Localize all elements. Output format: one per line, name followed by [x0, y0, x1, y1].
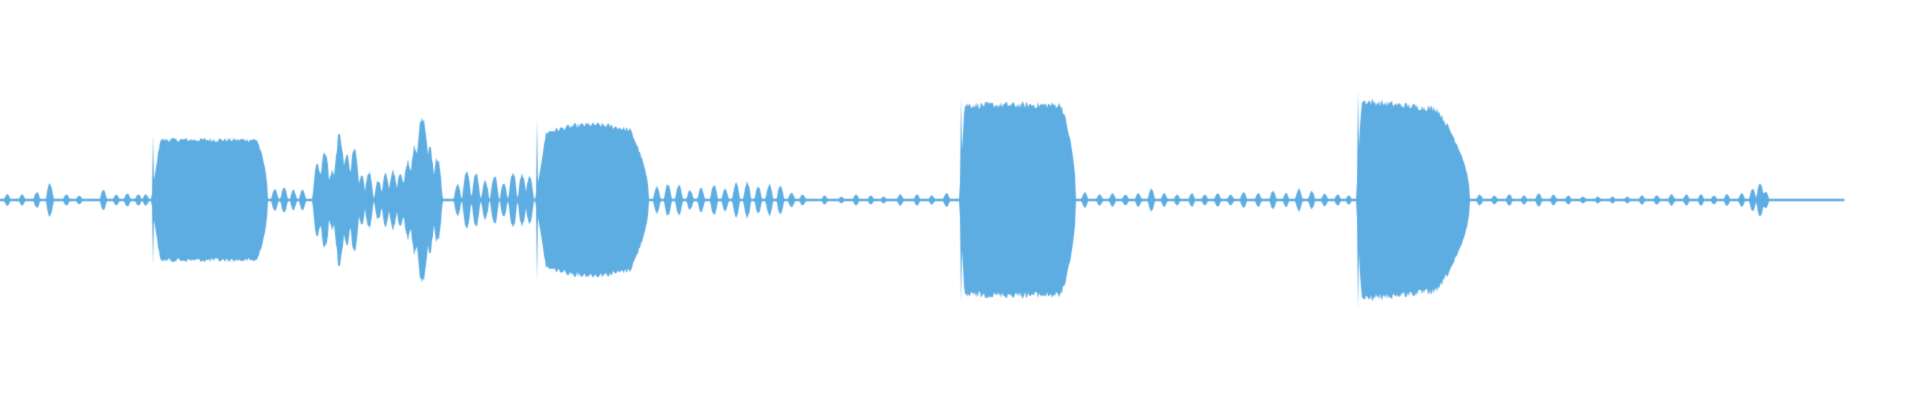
- audio-waveform[interactable]: [0, 0, 1920, 400]
